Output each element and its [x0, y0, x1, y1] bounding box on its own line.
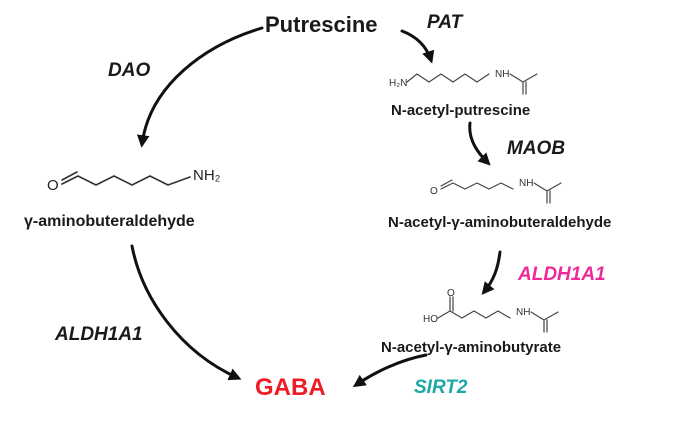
nh-atom: NH: [495, 69, 509, 80]
n-acetyl-gaba-aldehyde-label: N-acetyl-γ-aminobuteraldehyde: [388, 214, 612, 231]
nh-atom: NH: [516, 307, 530, 318]
gaba-aldehyde-label: γ-aminobuteraldehyde: [24, 213, 195, 230]
o-atom: O: [447, 288, 455, 299]
o-atom: O: [47, 177, 59, 194]
enzyme-aldh1a1-right-label: ALDH1A1: [518, 264, 606, 285]
n-acetyl-gaba-structure: HO O NH: [423, 288, 559, 333]
nh2-atom: NH₂: [193, 167, 221, 184]
enzyme-dao-label: DAO: [108, 60, 151, 81]
n-acetyl-putrescine-label: N-acetyl-putrescine: [391, 102, 531, 119]
arrow-putrescine-to-n-acetyl-putrescine: [400, 29, 435, 64]
gaba-label: GABA: [255, 374, 326, 401]
enzyme-pat-label: PAT: [427, 12, 463, 33]
enzyme-maob-label: MAOB: [507, 138, 566, 159]
h2n-atom: H₂N: [389, 78, 407, 89]
arrow-n-acetyl-gaba-aldehyde-to-n-acetyl-gaba: [481, 250, 502, 295]
putrescine-label: Putrescine: [265, 12, 378, 37]
arrow-putrescine-to-gaba-aldehyde: [136, 26, 264, 148]
arrow-n-acetyl-gaba-to-gaba: [352, 353, 428, 388]
enzyme-sirt2-label: SIRT2: [414, 377, 468, 398]
o-atom: O: [430, 186, 438, 197]
n-acetyl-putrescine-structure: H₂N NH: [389, 69, 538, 95]
arrow-gaba-aldehyde-to-gaba: [130, 244, 242, 381]
n-acetyl-gaba-label: N-acetyl-γ-aminobutyrate: [381, 339, 562, 356]
ho-atom: HO: [423, 314, 438, 325]
n-acetyl-gaba-aldehyde-structure: O NH: [430, 178, 562, 204]
gaba-aldehyde-structure: O NH₂: [47, 167, 221, 194]
arrow-n-acetyl-putrescine-to-n-acetyl-gaba-aldehyde: [468, 121, 491, 166]
nh-atom: NH: [519, 178, 533, 189]
enzyme-aldh1a1-left-label: ALDH1A1: [55, 324, 143, 345]
